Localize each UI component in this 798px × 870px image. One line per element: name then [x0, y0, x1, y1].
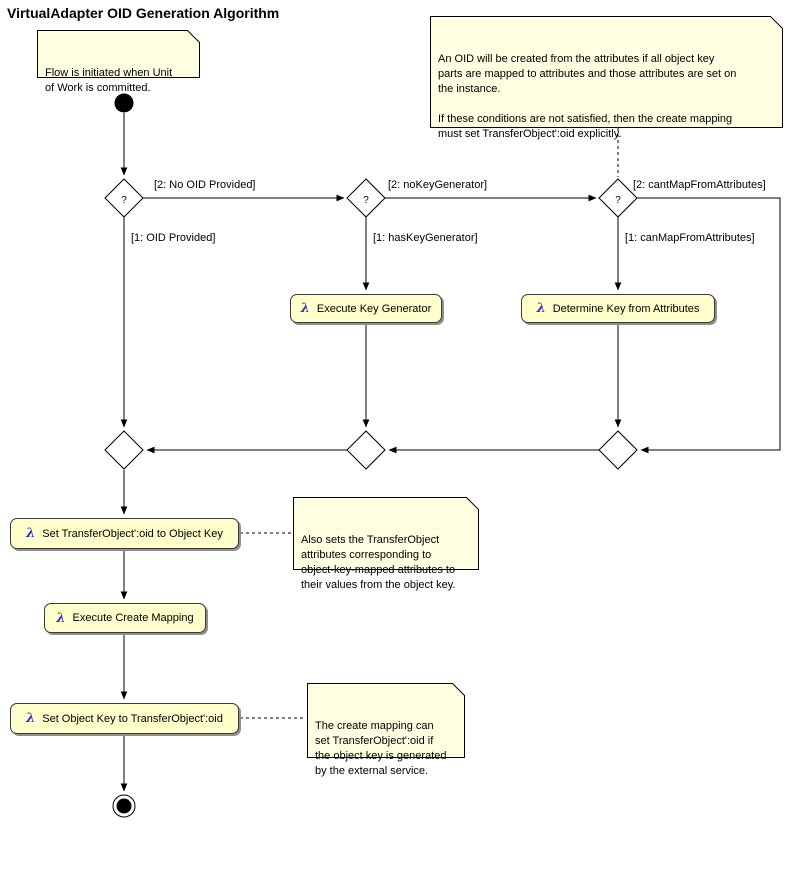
- activity-label: Set TransferObject':oid to Object Key: [42, 527, 223, 540]
- note-oid-creation-rules[interactable]: An OID will be created from the attribut…: [430, 16, 783, 140]
- activity-execute-create-mapping[interactable]: λ Execute Create Mapping: [44, 603, 206, 633]
- activity-label: Determine Key from Attributes: [552, 302, 700, 315]
- note-oid-creation-rules-text: An OID will be created from the attribut…: [438, 53, 737, 140]
- note-create-mapping-can-set[interactable]: The create mapping can set TransferObjec…: [307, 683, 465, 777]
- note-fold-icon: [452, 683, 465, 696]
- note-also-sets-attributes-text: Also sets the TransferObject attributes …: [301, 534, 456, 591]
- merge-2[interactable]: [346, 430, 386, 470]
- decision-3[interactable]: [598, 178, 638, 218]
- decision-3-question: ?: [615, 195, 621, 206]
- activity-set-object-key-to-oid[interactable]: λ Set Object Key to TransferObject':oid: [10, 703, 239, 734]
- note-flow-initiated[interactable]: Flow is initiated when Unit of Work is c…: [37, 30, 200, 94]
- lambda-icon: λ: [26, 711, 36, 726]
- decision-2-question: ?: [363, 195, 369, 206]
- end-node-dot: [116, 798, 132, 814]
- guard-has-key-generator: [1: hasKeyGenerator]: [373, 232, 478, 244]
- decision-1[interactable]: [104, 178, 144, 218]
- lambda-icon: λ: [536, 301, 546, 316]
- start-node[interactable]: [114, 93, 134, 113]
- activity-label: Set Object Key to TransferObject':oid: [42, 712, 223, 725]
- guard-can-map-from-attributes: [1: canMapFromAttributes]: [625, 232, 755, 244]
- guard-no-key-generator: [2: noKeyGenerator]: [388, 179, 488, 191]
- note-fold-icon: [187, 30, 200, 43]
- decision-1-question: ?: [121, 195, 127, 206]
- merge-1[interactable]: [104, 430, 144, 470]
- activity-set-oid-to-object-key[interactable]: λ Set TransferObject':oid to Object Key: [10, 518, 239, 549]
- end-node[interactable]: [112, 794, 136, 818]
- merge-3[interactable]: [598, 430, 638, 470]
- guard-cant-map-from-attributes: [2: cantMapFromAttributes]: [633, 179, 766, 191]
- lambda-icon: λ: [300, 301, 310, 316]
- note-fold-icon: [466, 497, 479, 510]
- activity-label: Execute Key Generator: [316, 302, 432, 315]
- activity-execute-key-generator[interactable]: λ Execute Key Generator: [290, 294, 442, 323]
- lambda-icon: λ: [56, 610, 66, 626]
- diagram-title: VirtualAdapter OID Generation Algorithm: [7, 5, 280, 21]
- activity-label: Execute Create Mapping: [72, 612, 194, 624]
- note-create-mapping-can-set-text: The create mapping can set TransferObjec…: [315, 720, 447, 777]
- activity-determine-key-from-attributes[interactable]: λ Determine Key from Attributes: [521, 294, 715, 323]
- note-also-sets-attributes[interactable]: Also sets the TransferObject attributes …: [293, 497, 479, 591]
- edge-decision3-to-merge3: [637, 197, 781, 454]
- note-fold-icon: [770, 16, 783, 29]
- note-flow-initiated-text: Flow is initiated when Unit of Work is c…: [45, 67, 173, 94]
- guard-no-oid-provided: [2: No OID Provided]: [154, 179, 256, 191]
- lambda-icon: λ: [26, 526, 36, 541]
- guard-oid-provided: [1: OID Provided]: [131, 232, 216, 244]
- decision-2[interactable]: [346, 178, 386, 218]
